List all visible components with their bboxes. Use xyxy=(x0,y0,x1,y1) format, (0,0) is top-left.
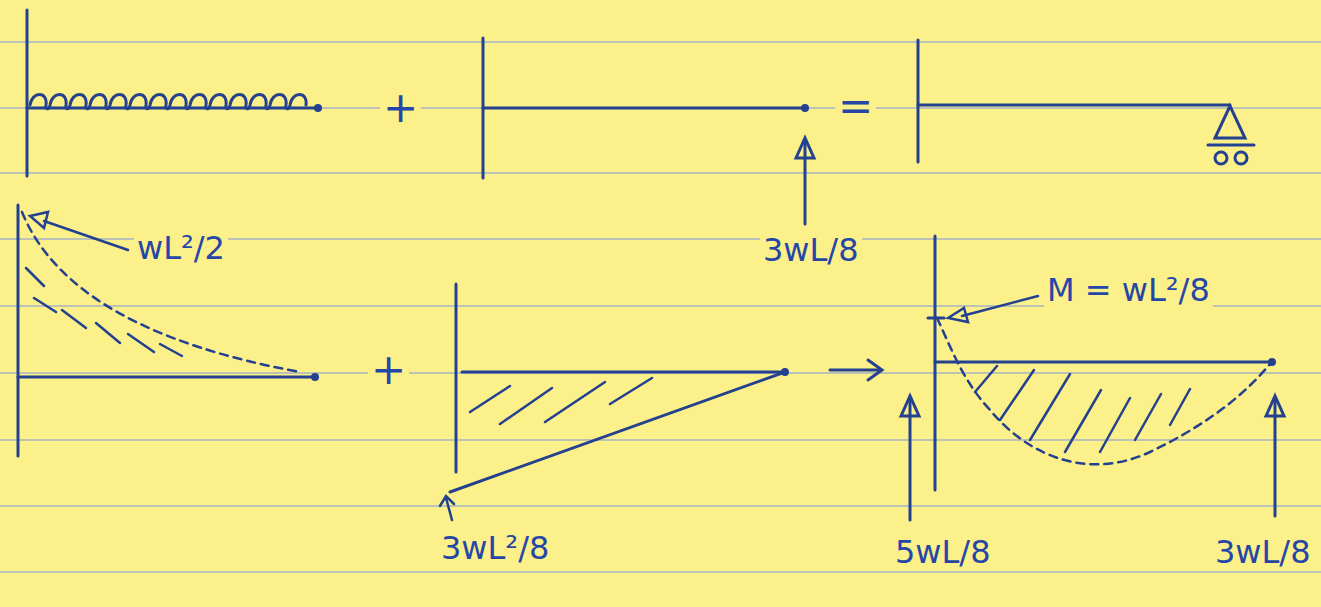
moment-curve xyxy=(22,212,300,372)
fixed-wall xyxy=(26,10,29,176)
sketch-line xyxy=(830,369,880,372)
arrow-head xyxy=(796,138,814,158)
result-arrow xyxy=(830,360,882,380)
roller xyxy=(1235,152,1247,164)
sketch-line xyxy=(0,172,1321,174)
arrow-head xyxy=(1266,396,1284,416)
fixed-wall xyxy=(455,284,458,472)
hatching xyxy=(26,268,182,356)
roller xyxy=(1215,152,1227,164)
baseline xyxy=(18,376,315,379)
plus-sign: + xyxy=(368,346,409,394)
beam-end xyxy=(316,106,321,111)
reaction-arrow xyxy=(909,400,912,520)
leader-line xyxy=(962,296,1038,316)
sketch-line xyxy=(0,107,1321,109)
moment-curve xyxy=(937,318,1270,464)
baseline xyxy=(935,361,1272,364)
beam-end xyxy=(803,106,808,111)
moment-label: 3wL²/8 xyxy=(438,530,552,567)
propped-cantilever xyxy=(918,40,1254,164)
moment-label: wL²/2 xyxy=(134,230,228,267)
sketch-line xyxy=(0,439,1321,441)
moment-diagram-udl xyxy=(18,205,318,456)
moment-line xyxy=(450,372,785,492)
moment-label: M = wL²/8 xyxy=(1044,272,1213,309)
label-arrow xyxy=(440,496,454,520)
sketch-line xyxy=(0,372,1321,374)
sketch-line xyxy=(0,571,1321,573)
cantilever-udl xyxy=(27,10,321,176)
plus-sign: + xyxy=(380,84,421,132)
reaction-label: 3wL/8 xyxy=(760,232,862,269)
arrow-head xyxy=(30,212,48,228)
moment-diagram-result xyxy=(901,236,1284,520)
hatching xyxy=(470,378,652,424)
beam-end xyxy=(313,375,318,380)
distributed-load xyxy=(30,95,306,109)
pin-support xyxy=(1215,106,1245,138)
reaction-arrow xyxy=(804,142,807,224)
reaction-label: 5wL/8 xyxy=(892,534,994,571)
support-base xyxy=(1208,144,1254,147)
sketch-path xyxy=(868,360,882,380)
beam-line xyxy=(483,107,805,110)
cantilever-point-load xyxy=(483,38,814,224)
ruled-lines xyxy=(0,42,1321,572)
leader-line xyxy=(44,221,128,250)
moment-diagram-point xyxy=(440,284,788,520)
fixed-wall xyxy=(917,40,920,162)
beam-line xyxy=(918,104,1230,107)
arrow-head xyxy=(901,396,919,416)
reaction-label: 3wL/8 xyxy=(1212,534,1314,571)
hatching xyxy=(975,366,1190,452)
sketch-line xyxy=(0,41,1321,43)
sketch-line xyxy=(0,505,1321,507)
fixed-wall xyxy=(17,205,20,456)
arrow-head xyxy=(948,308,968,322)
baseline xyxy=(462,371,785,374)
equals-sign: = xyxy=(835,82,876,130)
